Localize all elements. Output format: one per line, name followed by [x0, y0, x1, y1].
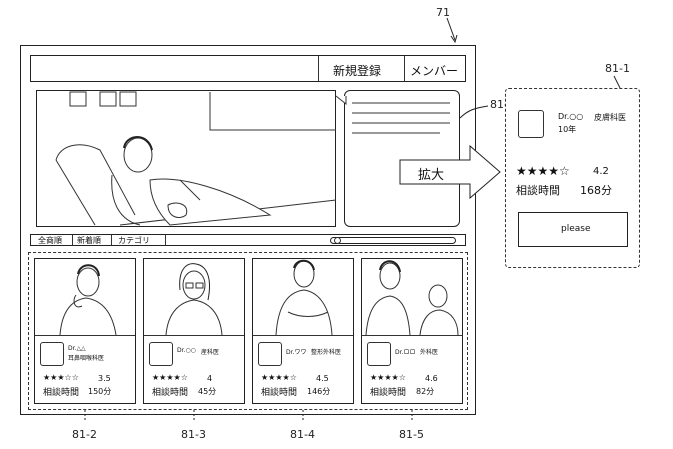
doctor-rating: 3.5 — [98, 374, 111, 383]
doctor-time: 45分 — [198, 387, 217, 396]
enlarge-label: 拡大 — [418, 168, 445, 183]
doctor-avatar — [367, 342, 391, 366]
member-button[interactable]: メンバー — [410, 64, 459, 78]
card-divider — [362, 335, 462, 336]
doctor-avatar — [149, 342, 173, 366]
card-ref-label: 81-5 — [399, 428, 424, 441]
device-ref-arrow — [446, 17, 458, 44]
doctor-rating: 4 — [207, 374, 213, 383]
enlarged-time-label: 相談時間 — [516, 184, 560, 197]
chat-lines — [335, 95, 450, 134]
tab-divider — [165, 235, 166, 245]
enlarged-ref-label: 81-1 — [605, 62, 630, 75]
please-button-label: please — [561, 224, 591, 234]
enlarged-specialty: 皮膚科医 — [594, 113, 626, 122]
card-ref-label: 81-4 — [290, 428, 315, 441]
enlarged-ref-leader — [613, 75, 621, 89]
doctor-specialty: 外科医 — [420, 349, 439, 356]
card-divider — [253, 335, 353, 336]
doctor-time-label: 相談時間 — [43, 388, 80, 398]
header-divider — [318, 56, 319, 81]
card-ref-leaders — [84, 410, 413, 420]
doctor-specialty: 耳鼻咽喉科医 — [68, 355, 105, 362]
doctor-time-label: 相談時間 — [261, 388, 298, 398]
doctor-rating: 4.6 — [425, 374, 438, 383]
panel-ref-leader — [459, 105, 489, 119]
card-divider — [144, 335, 244, 336]
card-divider — [35, 335, 135, 336]
doctor-illustration — [165, 263, 223, 336]
card-ref-label: 81-2 — [72, 428, 97, 441]
tab-divider — [72, 235, 73, 245]
tab-category[interactable]: カテゴリ — [118, 236, 150, 245]
doctor-time-label: 相談時間 — [370, 388, 407, 398]
doctor-stars: ★★★☆☆ — [43, 373, 79, 382]
doctor-stars: ★★★★☆ — [370, 373, 406, 382]
doctor-time: 146分 — [307, 387, 331, 396]
enlarged-stars: ★★★★☆ — [516, 164, 570, 178]
chat-bubble — [344, 90, 460, 227]
search-icon[interactable] — [334, 237, 341, 244]
doctor-rating: 4.5 — [316, 374, 329, 383]
register-button[interactable]: 新規登録 — [333, 64, 382, 78]
tab-popular[interactable]: 全商順 — [38, 236, 62, 245]
search-input[interactable] — [330, 237, 456, 244]
enlarged-avatar — [518, 110, 544, 138]
doctor-name: Dr.△△ — [68, 345, 86, 352]
doctor-specialty: 産科医 — [201, 349, 220, 356]
doctor-illustration — [365, 260, 459, 336]
tab-divider — [111, 235, 112, 245]
doctor-time: 82分 — [416, 387, 435, 396]
enlarged-time-value: 168分 — [580, 184, 612, 197]
device-ref-label: 71 — [436, 6, 450, 19]
header-bar — [30, 55, 466, 82]
please-button[interactable] — [518, 212, 628, 247]
doctor-avatar — [40, 342, 64, 366]
doctor-illustration — [59, 264, 117, 336]
doctor-name: Dr.ワワ — [286, 349, 307, 356]
doctor-time-label: 相談時間 — [152, 388, 189, 398]
patient-illustration — [55, 91, 337, 226]
enlarged-name: Dr.○○ — [558, 112, 584, 121]
enlarged-rating: 4.2 — [593, 166, 609, 177]
doctor-time: 150分 — [88, 387, 112, 396]
doctor-specialty: 整形外科医 — [311, 349, 342, 356]
card-ref-label: 81-3 — [181, 428, 206, 441]
doctor-name: Dr.○○ — [177, 347, 196, 354]
enlarged-years: 10年 — [558, 125, 577, 134]
doctor-stars: ★★★★☆ — [152, 373, 188, 382]
header-divider — [404, 56, 405, 81]
doctor-name: Dr.ロロ — [395, 349, 416, 356]
enlarge-arrow — [399, 144, 501, 200]
doctor-card[interactable] — [361, 258, 463, 404]
doctor-illustration — [275, 259, 333, 336]
doctor-stars: ★★★★☆ — [261, 373, 297, 382]
doctor-avatar — [258, 342, 282, 366]
tab-newest[interactable]: 新着順 — [77, 236, 101, 245]
